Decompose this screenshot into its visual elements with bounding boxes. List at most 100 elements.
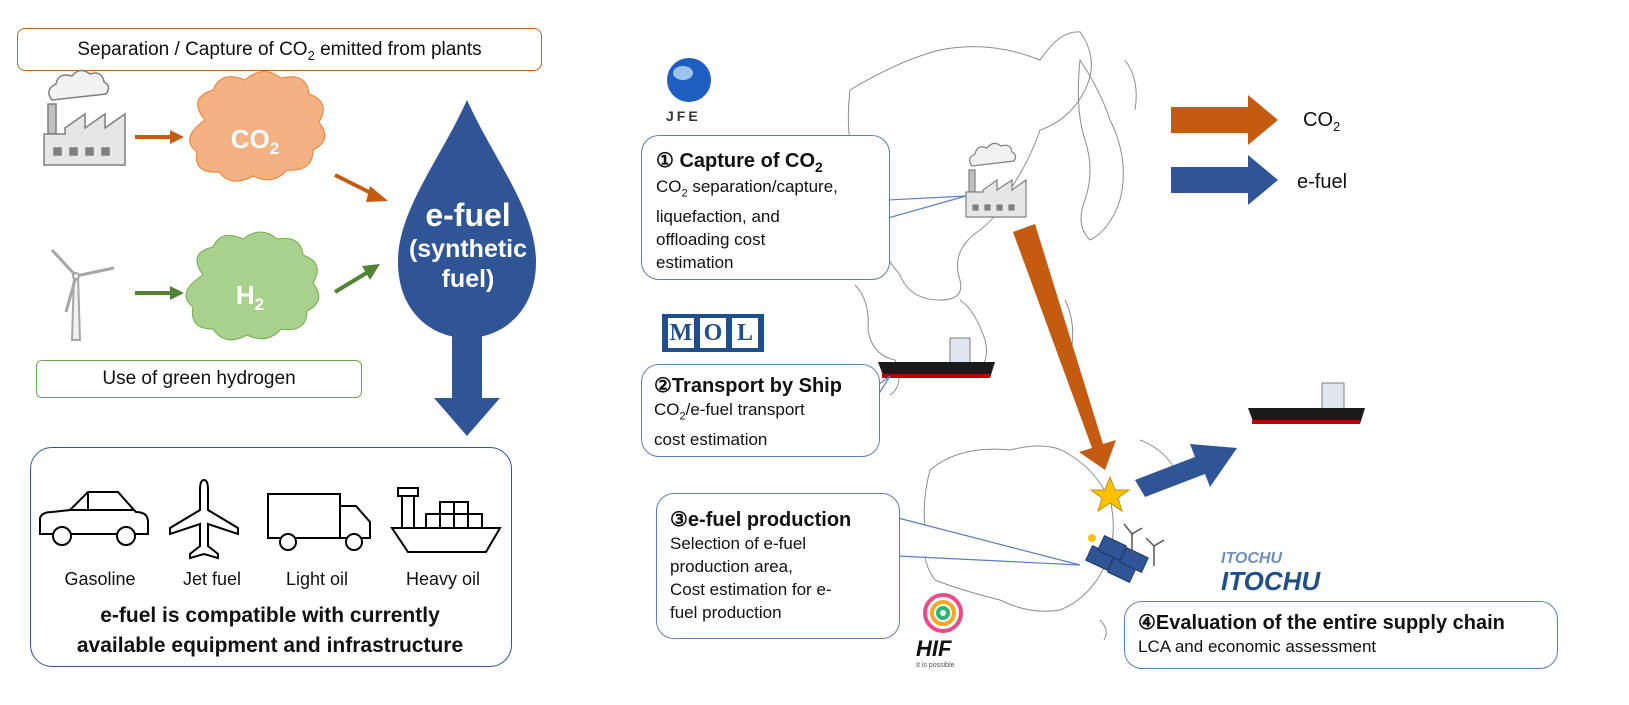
callout-pointers [877, 195, 1081, 566]
compatibility-box [30, 447, 512, 667]
step1-desc-line4: estimation [656, 253, 734, 273]
efuel-drop [398, 100, 536, 338]
drop-line-2: (synthetic [408, 235, 528, 263]
step2-desc-line1: CO2/e-fuel transport [654, 398, 876, 428]
step3-desc: Selection of e-fuel production area, Cos… [670, 532, 898, 624]
step4-callout [1124, 601, 1558, 669]
h2-cloud-text: H [235, 280, 255, 310]
efuel-export-arrow [1135, 444, 1237, 497]
compat-line-1: e-fuel is compatible with currently [100, 604, 440, 627]
h2-cloud-label: H2 [210, 280, 290, 315]
step1-desc-sub: 2 [681, 187, 688, 200]
step1-desc-co: CO [656, 177, 682, 196]
step2-desc-co: CO [654, 400, 680, 419]
step2-title: ②Transport by Ship [654, 375, 842, 397]
legend-efuel-label: e-fuel [1297, 171, 1348, 193]
hif-logo-text: HIF [916, 636, 952, 661]
mol-letter-o: O [700, 318, 726, 348]
factory-icon [43, 69, 126, 166]
step1-callout [641, 135, 890, 280]
vehicle-label-heavy-oil: Heavy oil [405, 569, 481, 589]
vehicle-label-gasoline: Gasoline [64, 569, 136, 589]
vehicle-label-jet-fuel: Jet fuel [182, 569, 242, 589]
step1-desc-line2: liquefaction, and [656, 207, 780, 227]
map-ship-icon-1 [878, 337, 995, 378]
car-icon [39, 491, 149, 546]
step2-desc-line1-text: /e-fuel transport [685, 400, 805, 419]
mol-letter-l: L [732, 318, 758, 348]
capture-label: Separation / Capture of CO2 emitted from… [18, 29, 541, 76]
hif-logo: HIF It is possible [916, 636, 955, 669]
drop-line-3: fuel) [441, 265, 495, 293]
itochu-logo-top: ITOCHU [1221, 550, 1283, 567]
co2-transport-arrow [1013, 224, 1116, 470]
co2-cloud-sub: 2 [269, 139, 280, 159]
step1-desc-line3: offloading cost [656, 230, 766, 250]
container-ship-icon [390, 487, 502, 553]
step4-desc: LCA and economic assessment [1138, 637, 1377, 656]
truck-icon [267, 493, 371, 551]
map-factory-icon [965, 142, 1027, 218]
h2-cloud-sub: 2 [254, 295, 265, 315]
vehicle-icons [39, 478, 502, 560]
airplane-icon [169, 478, 239, 560]
factory-to-co2-arrow [135, 130, 184, 144]
step3-callout [656, 493, 900, 639]
step4-title: ④Evaluation of the entire supply chain [1138, 612, 1505, 634]
legend-co2-arrow [1171, 95, 1278, 145]
step1-content: ① Capture of CO2 CO2 separation/capture,… [656, 148, 886, 274]
vehicle-label-light-oil: Light oil [285, 569, 349, 589]
map-graphics [667, 31, 1365, 641]
itochu-logo-text: ITOCHU [1221, 566, 1321, 596]
step1-desc-line1: CO2 separation/capture, [656, 175, 886, 205]
map-ship-icon-2 [1248, 382, 1365, 424]
mol-logo: M O L [662, 314, 764, 352]
capture-label-text: Separation / Capture of CO [77, 39, 308, 60]
capture-label-suffix: emitted from plants [314, 39, 482, 60]
green-hydrogen-label: Use of green hydrogen [102, 368, 296, 389]
efuel-down-arrow [434, 332, 500, 436]
compat-line-2: available equipment and infrastructure [76, 634, 464, 657]
step1-title-sub: 2 [815, 159, 823, 175]
step3-desc-line2: production area, [670, 557, 793, 576]
jfe-logo-icon [667, 58, 711, 102]
h2-to-efuel-arrow [333, 264, 380, 294]
efuel-drop-label: e-fuel (synthetic fuel) [398, 196, 538, 294]
co2-to-efuel-arrow [334, 173, 388, 202]
itochu-logo: ITOCHU ITOCHU [1221, 548, 1321, 596]
step3-desc-line1: Selection of e-fuel [670, 534, 807, 553]
step1-title-text: ① Capture of CO [656, 150, 816, 172]
step3-desc-line4: fuel production [670, 603, 782, 622]
production-site-star-icon [1089, 475, 1131, 513]
wind-turbine-icon [50, 248, 115, 341]
left-diagram-graphics [43, 69, 536, 436]
co2-cloud-text: CO [230, 124, 270, 154]
step1-desc-line1-text: separation/capture, [687, 177, 838, 196]
step4-content: ④Evaluation of the entire supply chain L… [1138, 610, 1554, 658]
step2-callout [641, 364, 880, 457]
step1-title: ① Capture of CO2 [656, 148, 886, 175]
co2-cloud-label: CO2 [210, 124, 300, 159]
compatibility-text: e-fuel is compatible with currently avai… [30, 601, 510, 661]
step2-desc-line2: cost estimation [654, 430, 768, 450]
step2-desc: CO2/e-fuel transport cost estimation [654, 398, 876, 451]
capture-label-box: Separation / Capture of CO2 emitted from… [17, 28, 542, 71]
drop-line-1: e-fuel [425, 197, 511, 233]
h2-cloud [185, 231, 320, 341]
wind-to-h2-arrow [135, 286, 184, 300]
step3-title: ③e-fuel production [670, 509, 852, 531]
step3-content: ③e-fuel production Selection of e-fuel p… [670, 507, 898, 624]
legend-co2-text: CO [1303, 109, 1333, 131]
legend-co2-label: CO2 [1303, 109, 1340, 134]
solar-wind-icon [1085, 523, 1165, 583]
hif-logo-tag: It is possible [916, 662, 955, 669]
hif-logo-icon [923, 593, 963, 633]
jfe-logo-text: JFE [666, 108, 701, 124]
legend-efuel-arrow [1171, 155, 1278, 205]
step2-desc-sub: 2 [679, 410, 686, 423]
green-hydrogen-box: Use of green hydrogen [36, 360, 362, 398]
capture-label-sub: 2 [307, 47, 315, 63]
step3-desc-line3: Cost estimation for e- [670, 580, 832, 599]
step1-desc: CO2 separation/capture, liquefaction, an… [656, 175, 886, 274]
co2-cloud [189, 71, 326, 182]
